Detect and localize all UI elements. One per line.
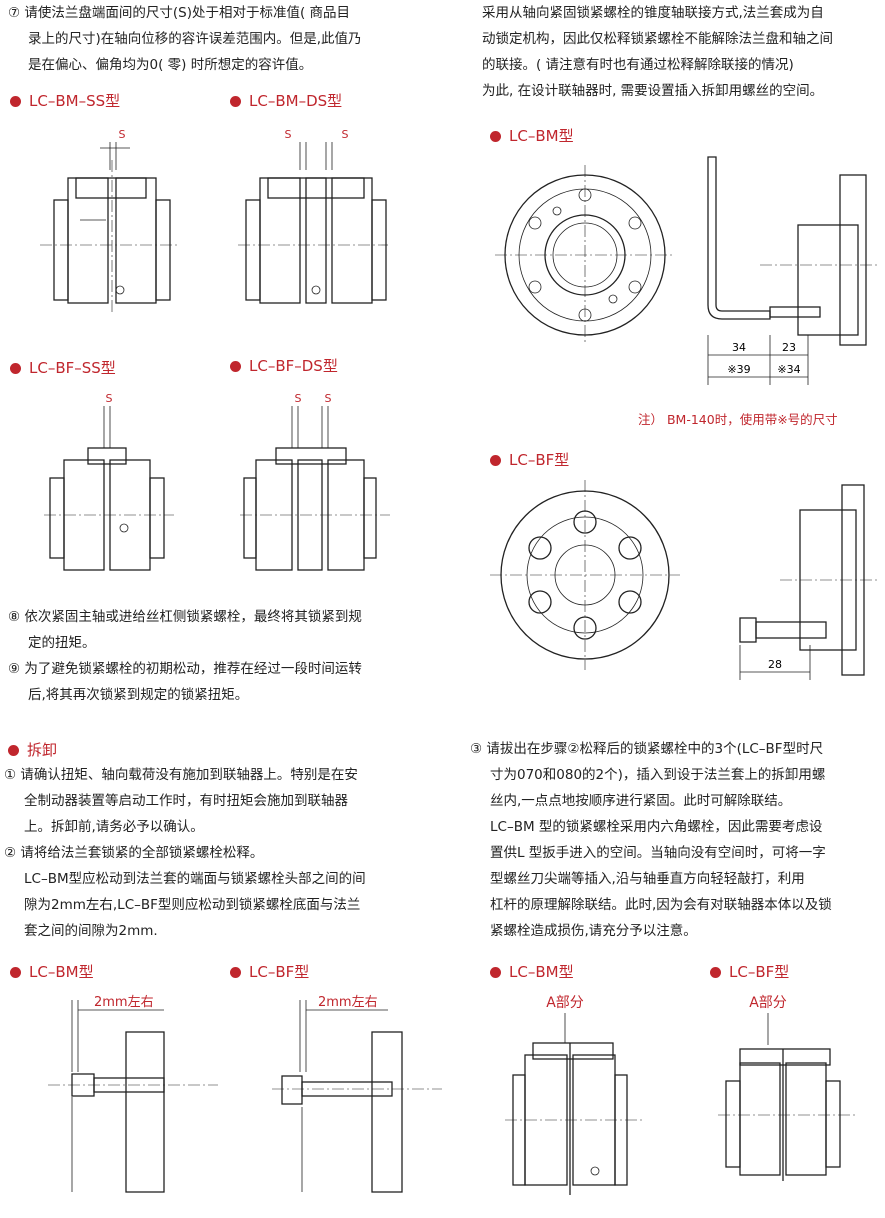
text-line: ⑦ 请使法兰盘端面间的尺寸(S)处于相对于标准值( 商品目 <box>8 5 351 21</box>
bullet-dot <box>10 363 21 374</box>
bullet-dot <box>8 745 19 756</box>
drawing-bm-gap: 2mm左右 <box>48 995 218 1193</box>
heading-text: LC–BF型 <box>509 451 570 469</box>
dimension-s-label: S <box>106 392 113 405</box>
step-8-paragraph: ⑧ 依次紧固主轴或进给丝杠侧锁紧螺栓，最终将其锁紧到规 定的扭矩。 <box>8 604 428 656</box>
heading-lc-bm-ss: LC–BM–SS型 <box>10 91 120 111</box>
drawing-bf-ds: S S <box>240 392 390 571</box>
heading-lc-bm-ds: LC–BM–DS型 <box>230 91 342 111</box>
heading-disassembly: 拆卸 <box>8 740 57 760</box>
text-line: 型螺丝刀尖端等插入,沿与轴垂直方向轻轻敲打，利用 <box>490 871 805 887</box>
bullet-dot <box>490 131 501 142</box>
dimension-s-label: S <box>119 128 126 141</box>
text-line: 套之间的间隙为2mm. <box>24 923 158 939</box>
heading-text: LC–BM型 <box>29 963 94 981</box>
text-line: 后,将其再次锁紧到规定的锁紧扭矩。 <box>28 687 249 703</box>
text-line: 的联接。( 请注意有时也有通过松释解除联接的情况) <box>482 57 794 73</box>
step-9-paragraph: ⑨ 为了避免锁紧螺栓的初期松动，推荐在经过一段时间运转 后,将其再次锁紧到规定的… <box>8 656 428 708</box>
heading-lc-bf-part-a: LC–BF型 <box>710 962 789 982</box>
text-line: 定的扭矩。 <box>28 635 96 651</box>
drawing-bf-gap: 2mm左右 <box>272 995 442 1193</box>
heading-text: LC–BM型 <box>509 963 574 981</box>
gap-label: 2mm左右 <box>318 995 378 1010</box>
bullet-dot <box>10 96 21 107</box>
heading-lc-bm-gap: LC–BM型 <box>10 962 94 982</box>
dimension-s-label: S <box>325 392 332 405</box>
dimension-label: 23 <box>782 341 796 354</box>
dimension-s-label: S <box>342 128 349 141</box>
bullet-dot <box>10 967 21 978</box>
heading-text: LC–BM–DS型 <box>249 92 343 110</box>
text-line: 是在偏心、偏角均为0( 零) 时所想定的容许值。 <box>28 57 313 73</box>
text-line: 动锁定机构，因此仅松释锁紧螺栓不能解除法兰盘和轴之间 <box>482 31 833 47</box>
dimension-label: 28 <box>768 658 782 671</box>
heading-lc-bm-right: LC–BM型 <box>490 126 574 146</box>
dimension-label: ※39 <box>727 363 750 376</box>
heading-lc-bf-gap: LC–BF型 <box>230 962 309 982</box>
text-line: LC–BM 型的锁紧螺栓采用内六角螺栓，因此需要考虑设 <box>490 819 823 835</box>
drawing-bm-ds: S S <box>238 128 388 304</box>
dimension-label: ※34 <box>777 363 800 376</box>
dimension-s-label: S <box>285 128 292 141</box>
bullet-dot <box>710 967 721 978</box>
text-line: ③ 请拔出在步骤②松释后的锁紧螺栓中的3个(LC–BF型时尺 <box>470 741 824 757</box>
text-line: 紧螺栓造成损伤,请充分予以注意。 <box>490 923 697 939</box>
bm140-note: 注） BM-140时，使用带※号的尺寸 <box>638 412 838 427</box>
text-line: 杠杆的原理解除联结。此时,因为会有对联轴器本体以及锁 <box>490 897 832 913</box>
text-line: 为此, 在设计联轴器时, 需要设置插入拆卸用螺丝的空间。 <box>482 83 824 99</box>
part-a-label: A部分 <box>546 995 584 1011</box>
heading-lc-bm-part-a: LC–BM型 <box>490 962 574 982</box>
bullet-dot <box>490 967 501 978</box>
gap-label: 2mm左右 <box>94 995 154 1010</box>
text-line: 隙为2mm左右,LC–BF型则应松动到锁紧螺栓底面与法兰 <box>24 897 361 913</box>
heading-lc-bf-right: LC–BF型 <box>490 450 569 470</box>
drawing-bf-ss: S <box>44 392 174 571</box>
text-line: 采用从轴向紧固锁紧螺栓的锥度轴联接方式,法兰套成为自 <box>482 5 824 21</box>
drawing-bm-side-view: 34 23 ※39 ※34 <box>707 156 880 385</box>
drawing-bf-front-view <box>490 480 680 670</box>
text-line: ⑨ 为了避免锁紧螺栓的初期松动，推荐在经过一段时间运转 <box>8 661 362 677</box>
drawing-bm-front-view <box>495 165 675 345</box>
heading-text: LC–BF–DS型 <box>249 357 338 375</box>
heading-lc-bf-ss: LC–BF–SS型 <box>10 358 116 378</box>
text-line: ① 请确认扭矩、轴向载荷没有施加到联轴器上。特别是在安 <box>4 767 358 783</box>
text-line: 丝内,一点点地按顺序进行紧固。此时可解除联结。 <box>490 793 792 809</box>
dimension-label: 34 <box>732 341 746 354</box>
step-7-paragraph: ⑦ 请使法兰盘端面间的尺寸(S)处于相对于标准值( 商品目 录上的尺寸)在轴向位… <box>8 0 428 78</box>
drawing-bm-part-a: A部分 <box>505 995 645 1195</box>
bullet-dot <box>230 967 241 978</box>
bullet-dot <box>230 96 241 107</box>
text-line: ⑧ 依次紧固主轴或进给丝杠侧锁紧螺栓，最终将其锁紧到规 <box>8 609 362 625</box>
text-line: 置供L 型扳手进入的空间。当轴向没有空间时，可将一字 <box>490 845 826 861</box>
drawing-bf-side-view: 28 <box>739 484 880 680</box>
heading-text: LC–BF型 <box>729 963 790 981</box>
bullet-dot <box>490 455 501 466</box>
heading-text: LC–BM型 <box>509 127 574 145</box>
step-1-paragraph: ① 请确认扭矩、轴向载荷没有施加到联轴器上。特别是在安 全制动器装置等启动工作时… <box>4 762 434 840</box>
drawing-bm-ss: S <box>40 128 180 315</box>
drawing-bf-part-a: A部分 <box>718 995 858 1181</box>
part-a-label: A部分 <box>749 995 787 1011</box>
text-line: 上。拆卸前,请务必予以确认。 <box>24 819 204 835</box>
text-line: 寸为070和080的2个)，插入到设于法兰套上的拆卸用螺 <box>490 767 826 783</box>
heading-text: 拆卸 <box>27 741 58 759</box>
heading-text: LC–BF型 <box>249 963 310 981</box>
bullet-dot <box>230 361 241 372</box>
text-line: LC–BM型应松动到法兰套的端面与锁紧螺栓头部之间的间 <box>24 871 366 887</box>
step-3-paragraph: ③ 请拔出在步骤②松释后的锁紧螺栓中的3个(LC–BF型时尺 寸为070和080… <box>470 736 885 944</box>
heading-text: LC–BM–SS型 <box>29 92 121 110</box>
heading-lc-bf-ds: LC–BF–DS型 <box>230 356 338 376</box>
text-line: 全制动器装置等启动工作时，有时扭矩会施加到联轴器 <box>24 793 348 809</box>
heading-text: LC–BF–SS型 <box>29 359 116 377</box>
text-line: ② 请将给法兰套锁紧的全部锁紧螺栓松释。 <box>4 845 264 861</box>
dimension-s-label: S <box>295 392 302 405</box>
step-2-paragraph: ② 请将给法兰套锁紧的全部锁紧螺栓松释。 LC–BM型应松动到法兰套的端面与锁紧… <box>4 840 434 944</box>
intro-paragraph: 采用从轴向紧固锁紧螺栓的锥度轴联接方式,法兰套成为自 动锁定机构，因此仅松释锁紧… <box>482 0 882 104</box>
text-line: 录上的尺寸)在轴向位移的容许误差范围内。但是,此值乃 <box>28 31 362 47</box>
